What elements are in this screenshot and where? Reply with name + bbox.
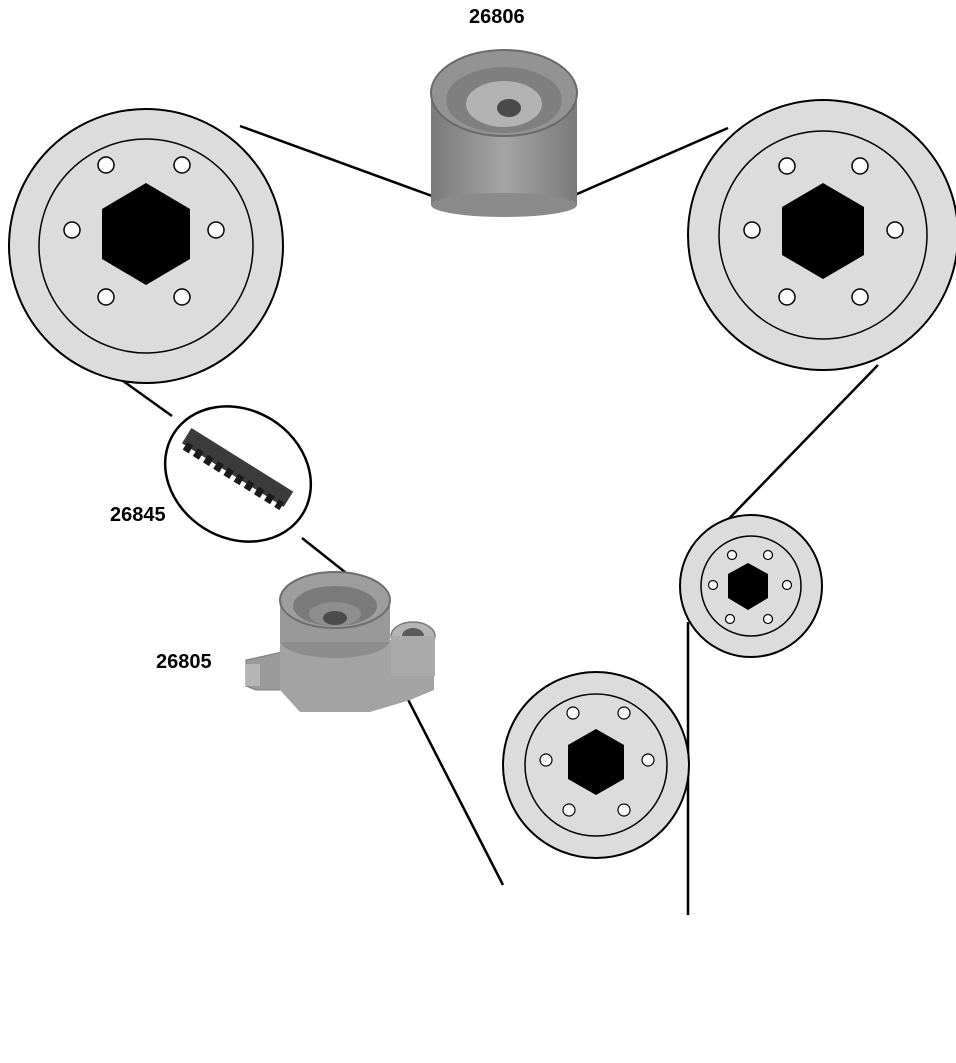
label-tensioner: 26805 [156, 651, 212, 673]
belt-sample [181, 428, 294, 511]
label-idler-pulley: 26806 [469, 6, 525, 28]
tensioner-part [245, 571, 436, 712]
bolt-holes [63, 156, 225, 306]
belt-segment-tensioner-to-bottom [396, 679, 505, 886]
hex-hub [782, 183, 864, 279]
bolt-holes [743, 157, 904, 306]
belt-segment-right-to-small [715, 364, 879, 533]
pulley-top-left [8, 108, 284, 384]
hex-hub [102, 183, 190, 285]
pulley-top-right [687, 99, 956, 371]
bolt-holes [707, 549, 793, 625]
bolt-holes [539, 706, 655, 817]
hex-hub [728, 563, 768, 610]
label-timing-belt: 26845 [110, 504, 166, 526]
pulley-small-right [679, 514, 823, 658]
hex-hub [568, 729, 624, 795]
pulley-bottom [502, 671, 690, 859]
belt-detail-inset [163, 405, 313, 543]
idler-pulley-part [430, 49, 578, 217]
